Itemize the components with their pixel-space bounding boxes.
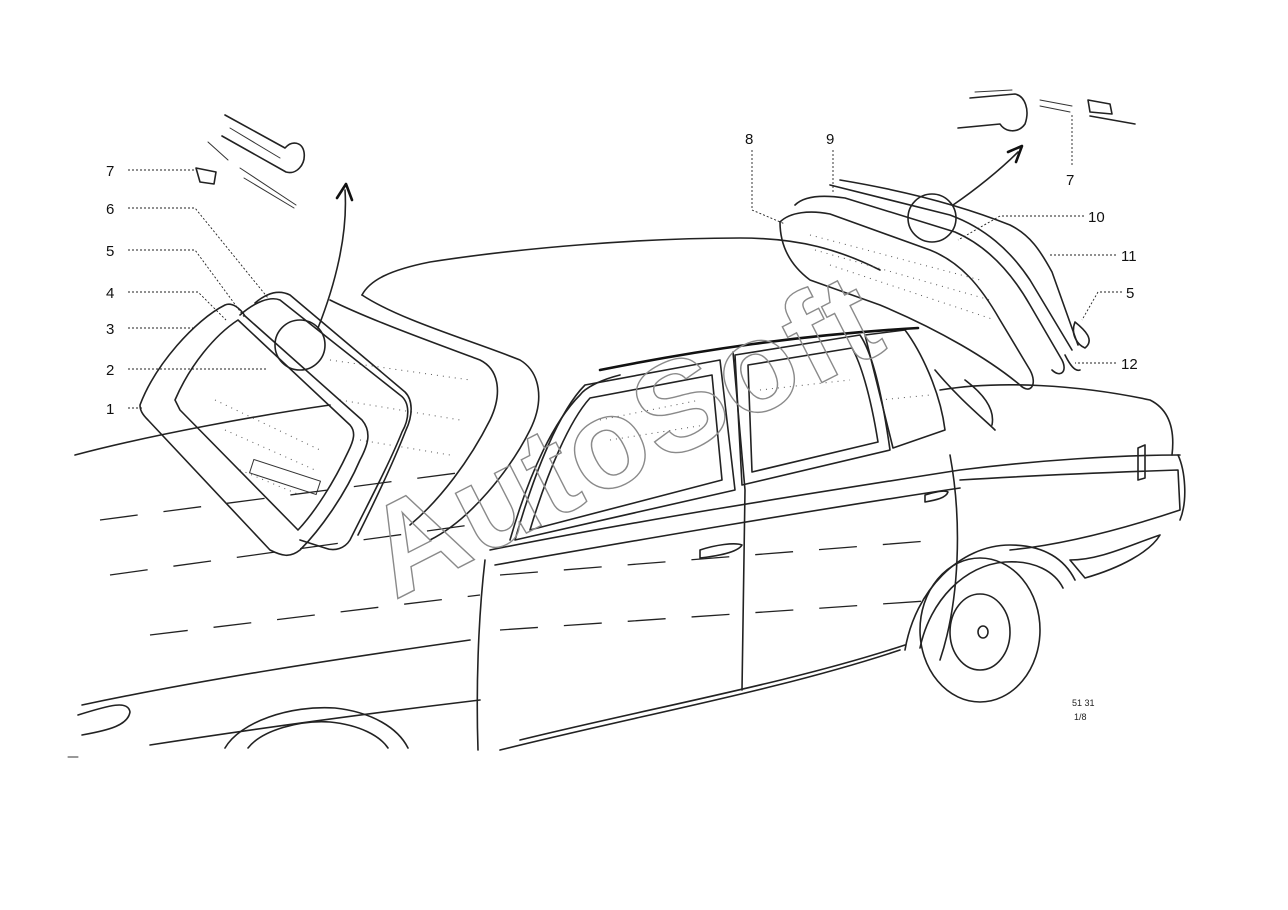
part-8-rear-glass xyxy=(779,211,1035,390)
windshield-detail-arrow xyxy=(317,189,347,329)
hood-edge xyxy=(74,404,331,456)
sill-line-2 xyxy=(519,644,906,741)
rear-side-window xyxy=(734,334,891,486)
callout-5-left: 5 xyxy=(106,243,114,260)
part-7-clip-right xyxy=(1087,99,1136,125)
windshield-assembly xyxy=(139,114,412,557)
front-side-window-inner xyxy=(529,374,723,531)
rear-detail-arrow xyxy=(952,151,1019,206)
callout-labels: 7 6 5 4 3 2 1 8 9 7 10 11 5 12 xyxy=(106,131,1138,418)
rear-bumper xyxy=(1177,454,1186,521)
part-11-outer-molding xyxy=(839,179,1079,346)
rear-wheel xyxy=(919,557,1041,703)
callout-7-right: 7 xyxy=(1066,172,1074,189)
front-side-window xyxy=(514,359,736,541)
leader-5l xyxy=(128,249,246,319)
rear-side-window-inner xyxy=(747,347,879,473)
rear-wheel-arch xyxy=(904,544,1076,651)
rear-window-assembly xyxy=(779,89,1136,431)
door-reflection-1 xyxy=(499,539,941,576)
front-wheel-arch xyxy=(224,706,409,749)
rear-window-pillar-seal xyxy=(934,369,996,431)
seal-profile-detail xyxy=(221,114,306,174)
hood-reflection-3 xyxy=(149,594,481,636)
callout-6: 6 xyxy=(106,201,114,218)
callout-12: 12 xyxy=(1121,356,1138,373)
leader-lines xyxy=(128,115,1122,409)
car-body xyxy=(74,237,1186,751)
interior-dots-1 xyxy=(599,379,931,441)
leader-5r xyxy=(1081,291,1122,321)
rear-fender-trim xyxy=(1069,534,1161,579)
callout-7-left: 7 xyxy=(106,163,114,180)
part-2-glass-texture xyxy=(214,399,321,496)
part-5-rear-corner xyxy=(1072,321,1090,349)
diagram-sheet: 1/8 xyxy=(1074,712,1087,722)
tail-light xyxy=(1137,444,1146,481)
part-2-glass-label xyxy=(248,458,322,496)
front-wheel-arch-inner xyxy=(247,720,389,749)
part-7-clip-left xyxy=(195,167,217,185)
part-12-corner-piece xyxy=(1064,354,1081,372)
part-5-frame xyxy=(239,298,409,551)
rear-seal-profile-lines xyxy=(974,89,1073,113)
roof-drip-rail xyxy=(598,326,920,372)
leader-8 xyxy=(751,150,786,225)
rear-seal-profile-detail xyxy=(957,93,1028,132)
rear-door-edge xyxy=(939,454,959,661)
callout-9: 9 xyxy=(826,131,834,148)
watermark: AutoSoft xyxy=(343,245,904,625)
front-door-edge xyxy=(476,559,486,751)
callout-2: 2 xyxy=(106,362,114,379)
b-pillar xyxy=(732,351,746,691)
interior-dots-2 xyxy=(329,359,471,456)
rocker-line xyxy=(149,699,481,746)
part-3-seal-profile xyxy=(174,319,355,531)
callout-5-right: 5 xyxy=(1126,285,1134,302)
rear-glass-texture xyxy=(809,234,996,321)
front-bumper xyxy=(77,704,131,736)
front-wing-line xyxy=(81,639,471,706)
callout-4: 4 xyxy=(106,285,114,302)
beltline-lower xyxy=(494,487,961,566)
callout-11: 11 xyxy=(1121,248,1137,265)
rear-door-handle xyxy=(924,490,949,503)
part-1-windshield-outer-seal xyxy=(139,303,369,557)
callout-10: 10 xyxy=(1088,209,1105,226)
roof-line xyxy=(361,237,881,296)
windshield-frame-edge xyxy=(361,294,540,541)
diagram-code: 51 31 xyxy=(1072,698,1095,708)
windshield-arrowhead xyxy=(335,182,354,202)
rear-quarter xyxy=(959,469,1181,551)
beltline xyxy=(489,454,1181,551)
quarter-window xyxy=(864,329,946,449)
part-9-rear-seal xyxy=(794,195,1065,375)
callout-3: 3 xyxy=(106,321,114,338)
rear-hubcap xyxy=(949,593,1011,671)
leader-4 xyxy=(128,291,227,321)
part-10-molding xyxy=(829,184,1073,351)
windshield-inner-frame xyxy=(329,299,499,526)
rear-hub-center xyxy=(977,625,989,639)
front-door-handle xyxy=(699,543,743,559)
door-reflection-2 xyxy=(499,599,941,631)
callout-8: 8 xyxy=(745,131,753,148)
leader-10 xyxy=(957,215,1084,241)
rear-deck xyxy=(939,384,1174,456)
rear-arrowhead xyxy=(1006,144,1024,164)
sill-line xyxy=(499,649,901,751)
part-6-glass-edge xyxy=(254,291,412,536)
callout-1: 1 xyxy=(106,401,114,418)
rear-detail-circle xyxy=(907,193,957,243)
leader-6 xyxy=(128,207,269,299)
seal-profile-detail-lines xyxy=(207,127,297,209)
windshield-detail-circle xyxy=(274,319,326,371)
